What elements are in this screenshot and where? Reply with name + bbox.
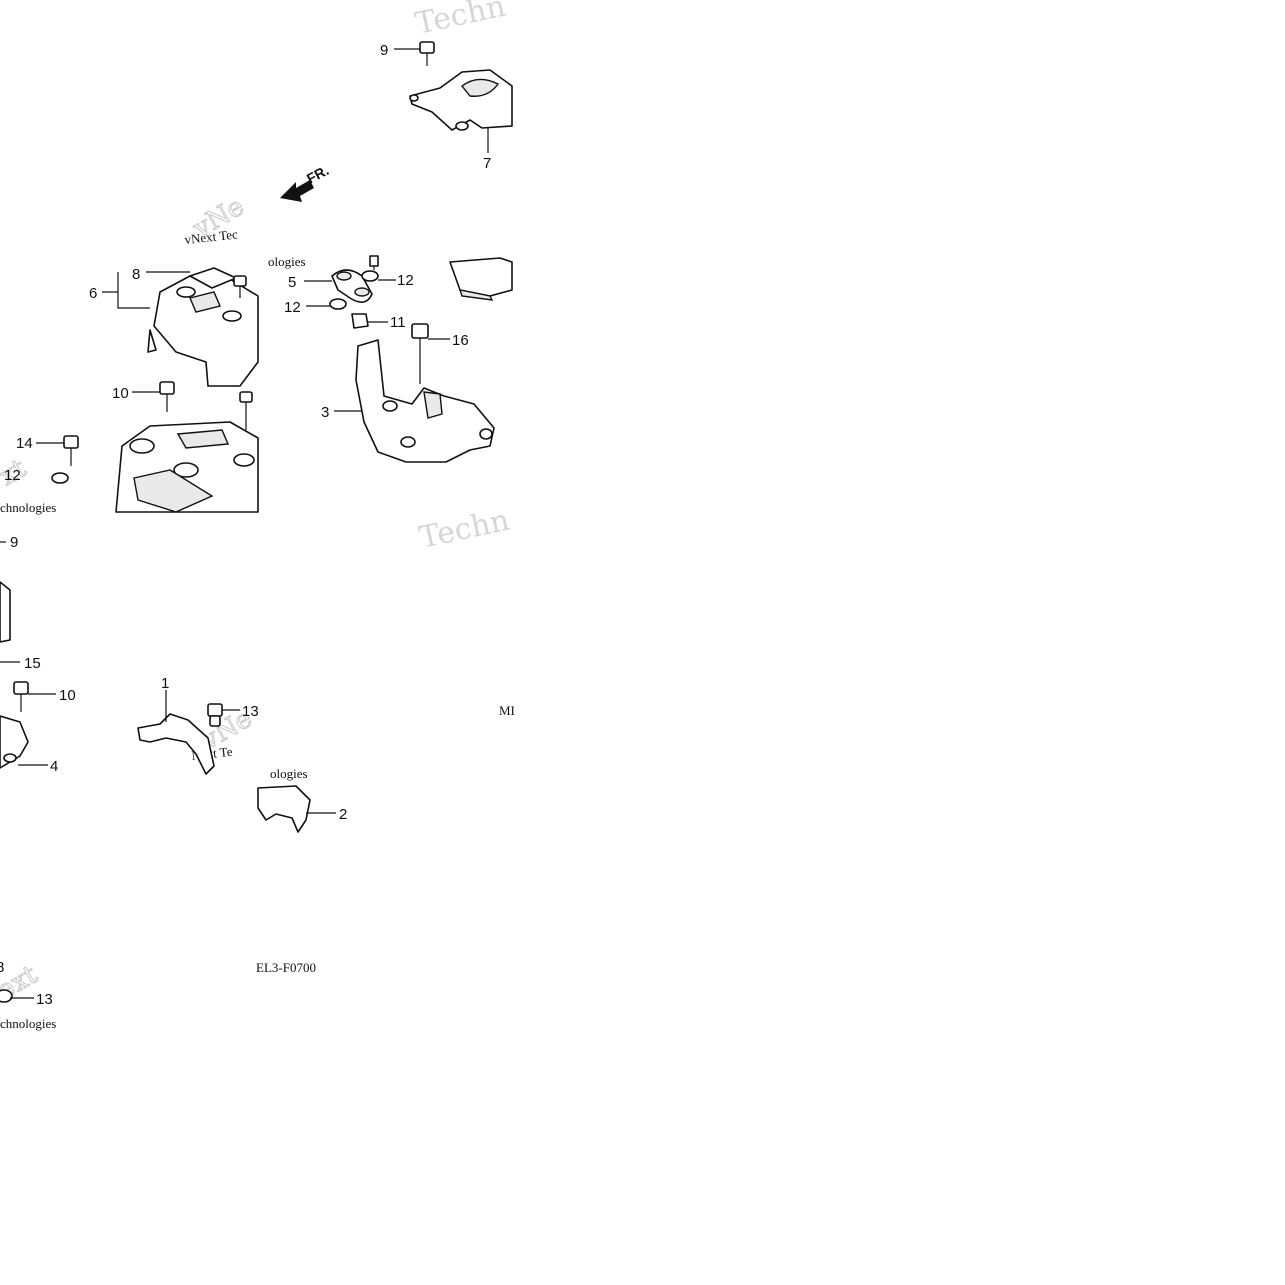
callout-10-lower: 10 <box>59 687 76 704</box>
callout-13-lower: 13 <box>36 991 53 1008</box>
callout-7: 7 <box>483 155 491 172</box>
bolt-10-upper <box>159 381 253 430</box>
part-1-plate <box>137 713 215 775</box>
callout-5: 5 <box>288 274 296 291</box>
watermark-text: Techn <box>416 503 512 556</box>
callout-2: 2 <box>339 806 347 823</box>
washer-12-right <box>361 270 379 282</box>
callout-9-top: 9 <box>380 42 388 59</box>
bolt-13-lower <box>0 989 13 1003</box>
corner-code: MI <box>499 703 515 718</box>
callout-labels: 9 7 8 6 5 12 12 11 16 3 10 14 12 9 15 10… <box>0 42 491 1008</box>
callout-4: 4 <box>50 758 58 775</box>
part-3-bracket <box>355 339 495 463</box>
part-7-cover <box>409 69 513 131</box>
bolt-14 <box>63 435 79 466</box>
callout-3: 3 <box>321 404 329 421</box>
callout-12-left: 12 <box>4 467 21 484</box>
drawing-code: EL3-F0700 <box>256 960 316 975</box>
watermark-text: ologies <box>268 254 306 269</box>
callout-12-center: 12 <box>284 299 301 316</box>
bolt-10-lower <box>13 681 29 712</box>
part-top-right-cylinder <box>449 257 513 301</box>
callout-13-upper: 13 <box>242 703 259 720</box>
bolt-near-6 <box>233 275 247 298</box>
callout-14: 14 <box>16 435 33 452</box>
callout-6: 6 <box>89 285 97 302</box>
callout-11: 11 <box>390 314 406 331</box>
part-6-cover <box>147 275 259 387</box>
bolt-upper-center <box>369 255 379 270</box>
bolt-16 <box>411 323 429 384</box>
top-bridge-assembly <box>115 421 259 513</box>
bolt-13-upper <box>207 703 223 727</box>
watermark-text: chnologies <box>0 1016 56 1031</box>
watermark-text: ologies <box>270 766 308 781</box>
callout-1: 1 <box>161 675 169 692</box>
callout-9-lower: 9 <box>10 534 18 551</box>
part-lower-left-bracket <box>0 581 11 643</box>
watermark-text: vNext Tec <box>184 226 239 247</box>
callout-16: 16 <box>452 332 469 349</box>
callout-10-upper: 10 <box>112 385 129 402</box>
washer-12-left <box>51 472 69 484</box>
watermark-text: Techn <box>412 0 508 42</box>
callout-12-right: 12 <box>397 272 414 289</box>
part-2-cover <box>257 785 311 833</box>
callout-8-bottom: 8 <box>0 959 4 976</box>
nut-11 <box>351 313 369 329</box>
part-4-bracket <box>0 715 29 769</box>
bolt-9-top <box>419 41 435 66</box>
washer-12-center <box>329 298 347 310</box>
callout-15: 15 <box>24 655 41 672</box>
callout-leader <box>102 272 150 309</box>
watermark-text: chnologies <box>0 500 56 515</box>
front-direction-arrow-icon: FR. <box>280 162 331 202</box>
callout-8: 8 <box>132 266 140 283</box>
